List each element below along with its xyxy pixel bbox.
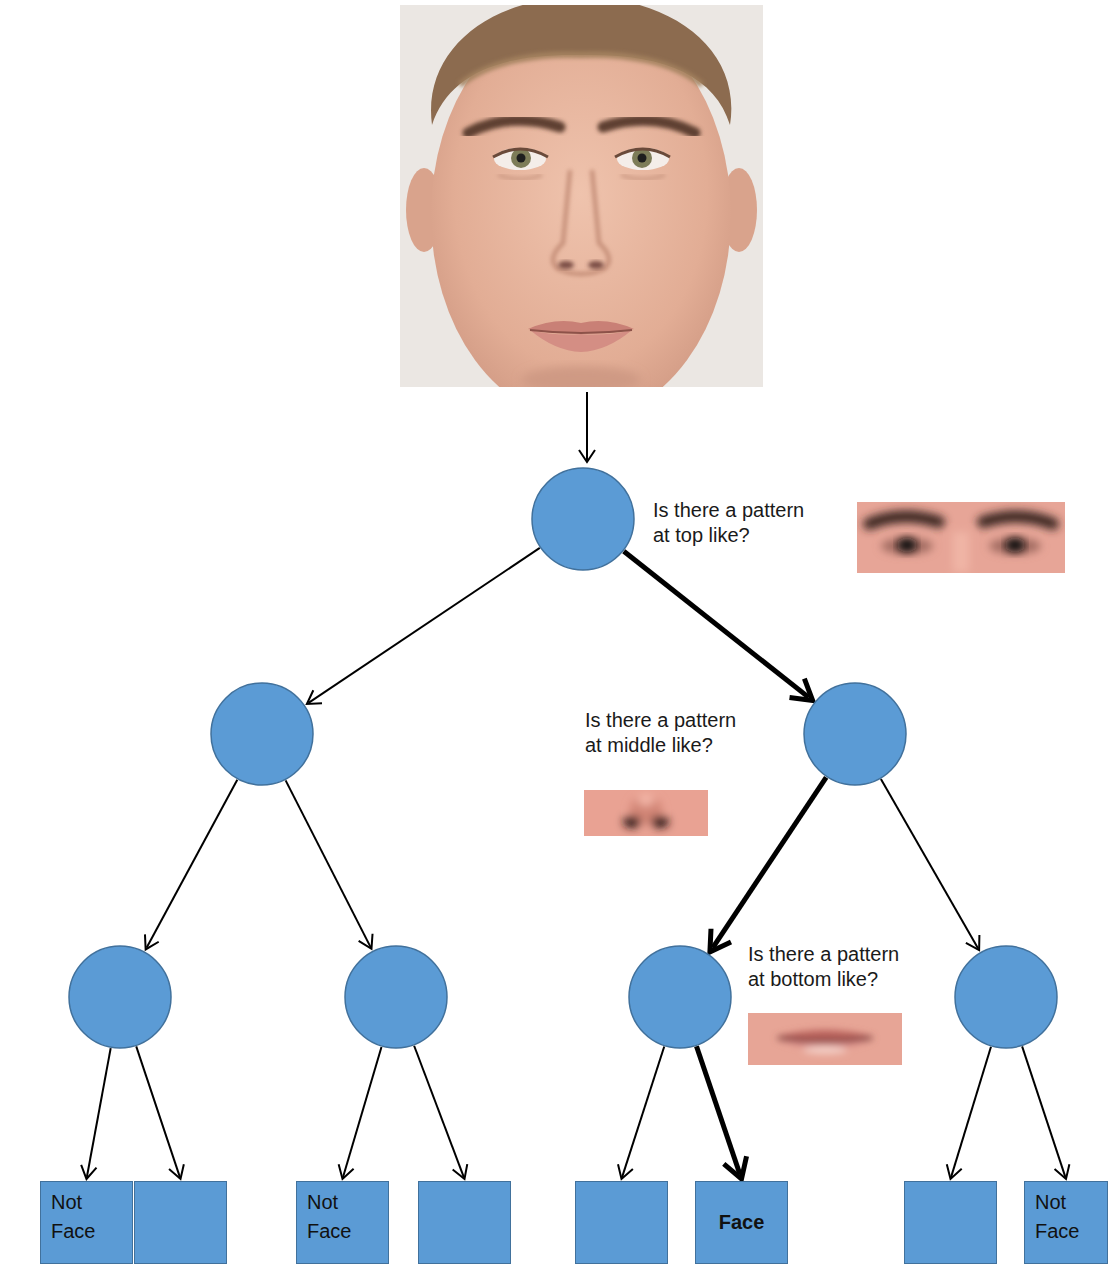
branch-line bbox=[696, 1046, 739, 1174]
circle-outline bbox=[344, 945, 448, 1049]
mouth-pattern bbox=[748, 1013, 902, 1065]
leaf-label: Face bbox=[719, 1208, 765, 1237]
leaf-box bbox=[575, 1181, 668, 1264]
decision-circle: Is there a pattern at bottom like? bbox=[628, 945, 732, 1049]
branch-line bbox=[147, 780, 238, 948]
leaf-box: Face bbox=[695, 1181, 788, 1264]
arrow-head bbox=[790, 679, 813, 701]
arrow-head bbox=[710, 929, 731, 952]
circle-outline bbox=[628, 945, 732, 1049]
question-text: Is there a pattern at bottom like? bbox=[748, 942, 920, 992]
arrow-head bbox=[359, 934, 373, 949]
leaf-box bbox=[418, 1181, 511, 1264]
arrow-head bbox=[724, 1156, 747, 1179]
decision-circle bbox=[210, 682, 314, 786]
tree-branch bbox=[286, 780, 373, 949]
arrow-head bbox=[947, 1164, 962, 1179]
decision-circle bbox=[954, 945, 1058, 1049]
leaf-box bbox=[134, 1181, 227, 1264]
branch-line bbox=[624, 551, 809, 697]
branch-line bbox=[136, 1046, 180, 1177]
tree-branch bbox=[136, 1046, 184, 1179]
arrow-head bbox=[453, 1164, 468, 1179]
branch-line bbox=[1022, 1046, 1065, 1177]
leaf-label: Not Face bbox=[307, 1188, 378, 1246]
branch-line bbox=[713, 777, 827, 948]
leaf-box: Not Face bbox=[40, 1181, 133, 1264]
tree-branch bbox=[1022, 1046, 1069, 1179]
tree-branch bbox=[881, 779, 980, 950]
circle-outline bbox=[68, 945, 172, 1049]
leaf-label: Not Face bbox=[51, 1188, 122, 1246]
tree-branch bbox=[696, 1046, 746, 1179]
tree-branch bbox=[947, 1047, 991, 1179]
question-text: Is there a pattern at middle like? bbox=[585, 708, 757, 758]
arrow-head bbox=[966, 935, 980, 950]
branch-line bbox=[286, 780, 371, 947]
branch-line bbox=[951, 1047, 991, 1177]
decision-circle bbox=[344, 945, 448, 1049]
branch-line bbox=[881, 779, 978, 948]
arrow-head bbox=[81, 1165, 96, 1179]
arrow-head bbox=[307, 690, 322, 704]
arrow-head bbox=[618, 1164, 633, 1179]
question-text: Is there a pattern at top like? bbox=[653, 498, 825, 548]
tree-branch bbox=[414, 1046, 467, 1179]
circle-outline bbox=[531, 467, 635, 571]
leaf-box: Not Face bbox=[1024, 1181, 1108, 1264]
decision-circle: Is there a pattern at middle like? bbox=[803, 682, 907, 786]
circle-outline bbox=[803, 682, 907, 786]
branch-line bbox=[414, 1046, 464, 1177]
circle-outline bbox=[954, 945, 1058, 1049]
leaf-box: Not Face bbox=[296, 1181, 389, 1264]
tree-branch bbox=[81, 1048, 111, 1179]
tree-branch bbox=[307, 548, 540, 704]
eyes-pattern bbox=[857, 502, 1065, 573]
branch-line bbox=[309, 548, 540, 703]
leaf-box bbox=[904, 1181, 997, 1264]
circle-outline bbox=[210, 682, 314, 786]
branch-line bbox=[343, 1047, 381, 1177]
arrow-head bbox=[339, 1164, 354, 1179]
decision-circle bbox=[68, 945, 172, 1049]
arrow-head bbox=[1055, 1164, 1070, 1179]
branch-line bbox=[87, 1048, 111, 1177]
arrow-head bbox=[145, 934, 159, 949]
tree-branch bbox=[624, 551, 813, 700]
nose-pattern bbox=[584, 790, 708, 836]
arrow-head bbox=[169, 1164, 184, 1179]
tree-branch bbox=[339, 1047, 382, 1179]
decision-circle: Is there a pattern at top like? bbox=[531, 467, 635, 571]
leaf-label: Not Face bbox=[1035, 1188, 1097, 1246]
input-arrow bbox=[570, 388, 604, 468]
branch-line bbox=[622, 1047, 664, 1178]
face-photo bbox=[400, 5, 763, 387]
tree-branch bbox=[145, 780, 237, 950]
tree-branch bbox=[710, 777, 826, 952]
tree-branch bbox=[618, 1047, 664, 1179]
